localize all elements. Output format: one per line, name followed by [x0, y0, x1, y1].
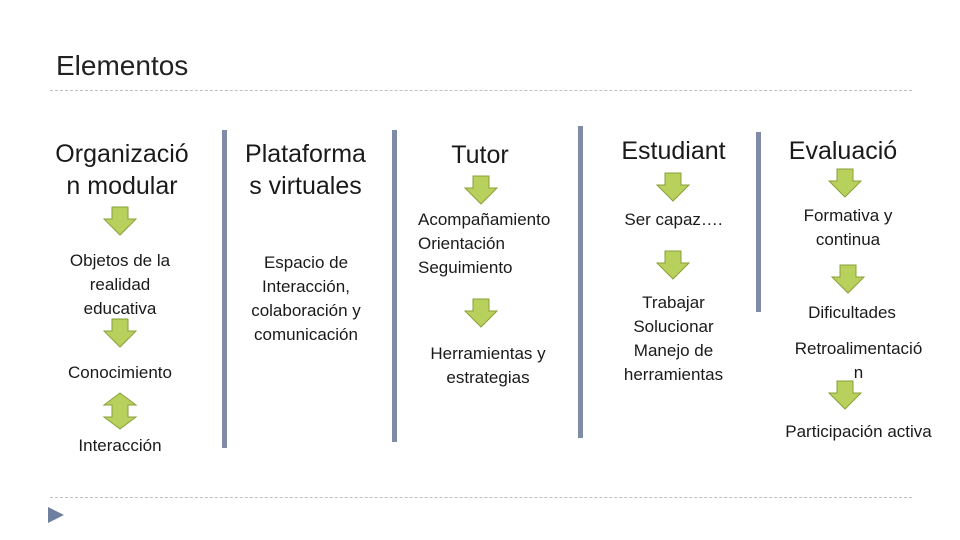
- top-divider: [50, 90, 912, 91]
- arrow-down-icon: [102, 206, 138, 236]
- item-herramientas-estrategias: Herramientas y estrategias: [430, 344, 546, 387]
- arrow-down-icon: [655, 250, 691, 280]
- heading-evaluacion: Evaluació: [788, 137, 898, 165]
- item-objetos-realidad: Objetos de la realidad educativa: [69, 251, 171, 318]
- item-participacion-activa: Participación activa: [785, 422, 932, 441]
- item-dificultades: Dificultades: [808, 303, 896, 322]
- arrow-down-icon: [830, 264, 866, 294]
- triangle-bullet-icon: [46, 505, 66, 525]
- arrow-down-icon: [655, 172, 691, 202]
- column-divider: [756, 132, 761, 312]
- item-espacio-interaccion: Espacio de Interacción, colaboración y c…: [251, 253, 361, 344]
- arrow-down-icon: [827, 168, 863, 198]
- item-interaccion: Interacción: [78, 436, 162, 455]
- column-divider: [578, 126, 583, 438]
- page-title: Elementos: [56, 50, 189, 81]
- double-arrow-icon: [102, 392, 138, 430]
- arrow-down-icon: [102, 318, 138, 348]
- bottom-divider: [50, 497, 912, 498]
- heading-organizacion-modular: Organizació n modular: [55, 140, 189, 200]
- item-acompanamiento: Acompañamiento Orientación Seguimiento: [418, 210, 551, 277]
- column-divider: [392, 130, 397, 442]
- item-trabajar-solucionar: Trabajar Solucionar Manejo de herramient…: [623, 293, 724, 384]
- arrow-down-icon: [827, 380, 863, 410]
- item-retroalimentacion: Retroalimentació n: [794, 339, 923, 382]
- arrow-down-icon: [463, 175, 499, 205]
- item-formativa-continua: Formativa y continua: [803, 206, 893, 249]
- heading-estudiante: Estudiant: [621, 137, 726, 165]
- heading-tutor: Tutor: [451, 141, 509, 169]
- column-divider: [222, 130, 227, 448]
- item-conocimiento: Conocimiento: [68, 363, 172, 382]
- item-ser-capaz: Ser capaz….: [624, 210, 723, 229]
- heading-plataformas-virtuales: Plataforma s virtuales: [245, 140, 366, 200]
- arrow-down-icon: [463, 298, 499, 328]
